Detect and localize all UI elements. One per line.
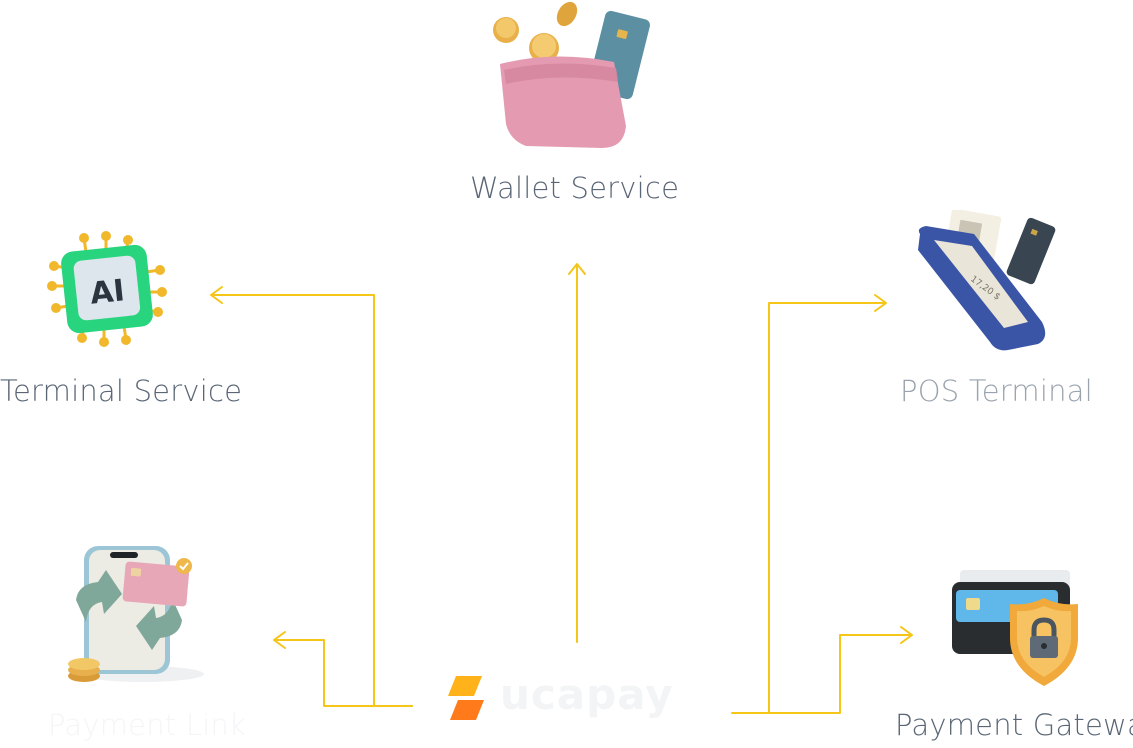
- connector-terminal-service: [211, 294, 413, 707]
- phone-payment-icon: [68, 546, 204, 682]
- ai-chip-icon: AI: [47, 231, 167, 347]
- wallet-service-label: Wallet Service: [470, 171, 680, 205]
- terminal-service-label: Terminal Service: [0, 374, 243, 408]
- pos-terminal-label: POS Terminal: [900, 374, 1093, 408]
- connector-pos-terminal: [731, 302, 885, 714]
- connector-payment-gateway: [768, 634, 911, 714]
- svg-text:AI: AI: [88, 273, 126, 311]
- pos-terminal-icon: 17,20 $: [918, 210, 1056, 351]
- lightning-logo-icon: [448, 676, 484, 720]
- brand-name: ucapay: [500, 670, 674, 719]
- secure-wallet-icon: [952, 570, 1078, 686]
- wallet-icon: [493, 1, 650, 148]
- connector-payment-link: [274, 639, 413, 707]
- payment-link-label: Payment Link: [48, 708, 246, 742]
- payment-gateway-label: Payment Gateway: [895, 708, 1133, 742]
